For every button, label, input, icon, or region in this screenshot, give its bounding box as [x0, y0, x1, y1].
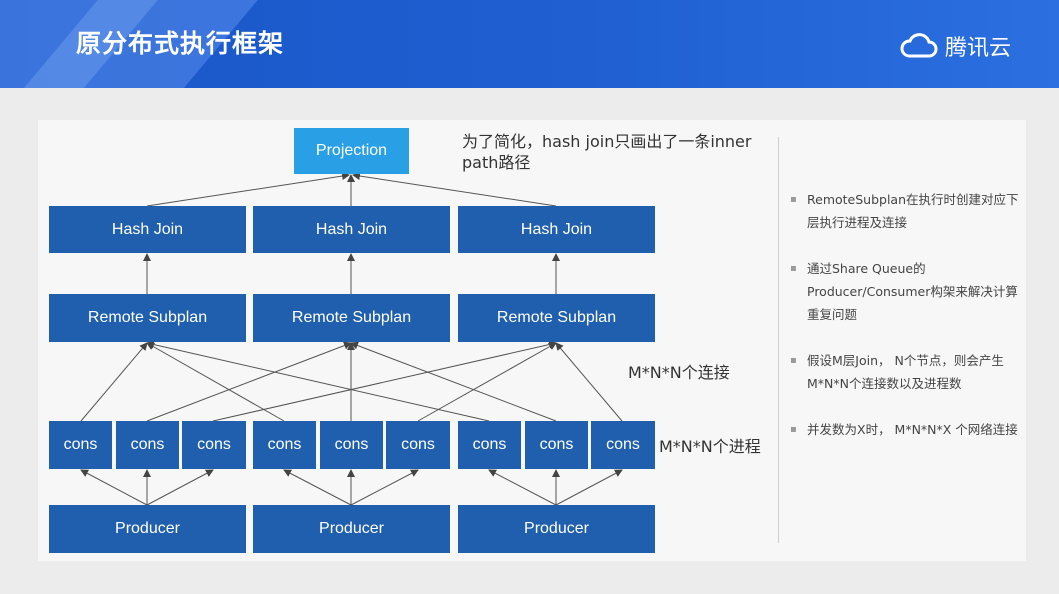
producer-node: Producer	[458, 505, 655, 553]
hash-join-node: Hash Join	[49, 206, 246, 253]
cons-node: cons	[525, 421, 588, 469]
bullet-item: 通过Share Queue的Producer/Consumer构架来解决计算重复…	[790, 257, 1025, 326]
simplification-note: 为了简化，hash join只画出了一条inner path路径	[462, 132, 752, 172]
logo-text: 腾讯云	[944, 36, 1011, 61]
producer-node: Producer	[253, 505, 450, 553]
connections-label: M*N*N个连接	[628, 363, 730, 382]
remote-subplan-node: Remote Subplan	[253, 294, 450, 342]
cons-node: cons	[320, 421, 383, 469]
hash-join-node: Hash Join	[253, 206, 450, 253]
cons-node: cons	[591, 421, 655, 469]
projection-node: Projection	[294, 128, 409, 174]
cons-node: cons	[116, 421, 179, 469]
bullet-list: RemoteSubplan在执行时创建对应下层执行进程及连接 通过Share Q…	[790, 188, 1025, 464]
cloud-icon	[900, 33, 938, 58]
tencent-cloud-logo: 腾讯云	[899, 30, 1011, 62]
remote-subplan-node: Remote Subplan	[458, 294, 655, 342]
cons-node: cons	[386, 421, 450, 469]
cons-node: cons	[253, 421, 316, 469]
remote-subplan-node: Remote Subplan	[49, 294, 246, 342]
vertical-divider	[778, 137, 779, 543]
cons-node: cons	[182, 421, 246, 469]
hash-join-node: Hash Join	[458, 206, 655, 253]
slide-title: 原分布式执行框架	[76, 29, 285, 58]
cons-node: cons	[49, 421, 112, 469]
cons-node: cons	[458, 421, 521, 469]
producer-node: Producer	[49, 505, 246, 553]
bullet-item: 假设M层Join， N个节点，则会产生M*N*N个连接数以及进程数	[790, 349, 1025, 395]
bullet-item: RemoteSubplan在执行时创建对应下层执行进程及连接	[790, 188, 1025, 234]
bullet-item: 并发数为X时， M*N*N*X 个网络连接	[790, 418, 1025, 441]
slide-header: 原分布式执行框架 腾讯云	[0, 0, 1059, 88]
processes-label: M*N*N个进程	[659, 437, 761, 456]
